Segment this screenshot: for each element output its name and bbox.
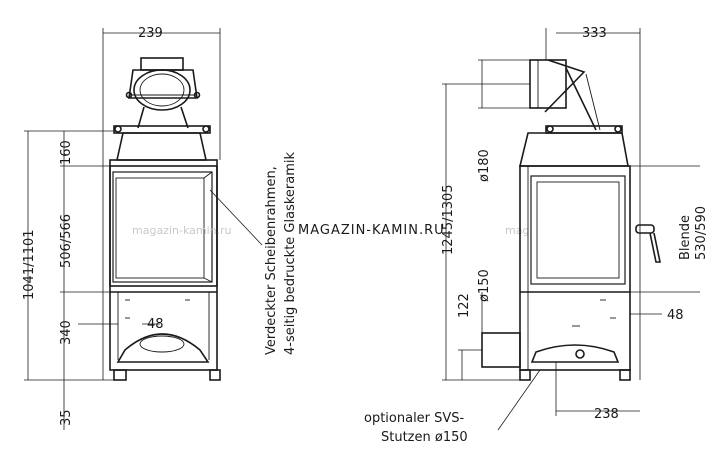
side-hood (518, 132, 629, 167)
front-base-bowl (116, 333, 210, 363)
front-hood (116, 132, 207, 161)
side-svs-leader (497, 369, 541, 431)
side-dim-1245-1305: 1245/1305 (441, 184, 456, 255)
front-foot-left (113, 369, 127, 381)
side-chimney-outlet (529, 59, 601, 131)
side-door-handle (635, 224, 655, 234)
side-base-bowl (530, 344, 620, 363)
front-dim-48: 48 (147, 317, 164, 332)
side-blende-value: 530/590 (694, 206, 709, 260)
front-note-line2: 4-seitig bedruckte Glaskeramik (283, 151, 298, 355)
front-note-line1: Verdeckter Scheibenrahmen, (264, 166, 279, 355)
side-view: 333 ø180 1245/1305 ø150 122 48 238 Blend… (364, 26, 709, 445)
side-option-line2: Stutzen ø150 (381, 430, 468, 445)
side-dim-122: 122 (457, 293, 472, 318)
side-dim-48: 48 (667, 308, 684, 323)
side-body (519, 165, 631, 371)
front-dim-35: 35 (59, 409, 74, 426)
side-option-line1: optionaler SVS- (364, 411, 465, 426)
front-dim-340: 340 (59, 320, 74, 345)
front-vent-marks (125, 299, 190, 319)
side-dim-180: ø180 (477, 149, 492, 182)
side-svs-connector (481, 332, 521, 368)
front-glass (112, 171, 213, 283)
watermark-faint-left: magazin-kamin.ru (132, 224, 232, 237)
front-dim-160: 160 (59, 140, 74, 165)
side-dim-150: ø150 (477, 269, 492, 302)
side-dim-333: 333 (582, 26, 607, 41)
front-dim-1041-1101: 1041/1101 (22, 229, 37, 300)
front-dim-239: 239 (138, 26, 163, 41)
front-note-leader (209, 189, 263, 246)
front-view: 239 1041/1101 160 506/566 340 48 35 Verd… (22, 26, 298, 430)
front-top-plate (113, 125, 211, 134)
front-dim-506-566: 506/566 (59, 214, 74, 268)
front-chimney-outlet (125, 57, 201, 129)
watermark-main: MAGAZIN-KAMIN.RU (298, 223, 445, 238)
side-blende-label: Blende (678, 215, 693, 260)
front-foot-right (209, 369, 221, 381)
side-glass (530, 175, 626, 285)
side-dim-238: 238 (594, 407, 619, 422)
